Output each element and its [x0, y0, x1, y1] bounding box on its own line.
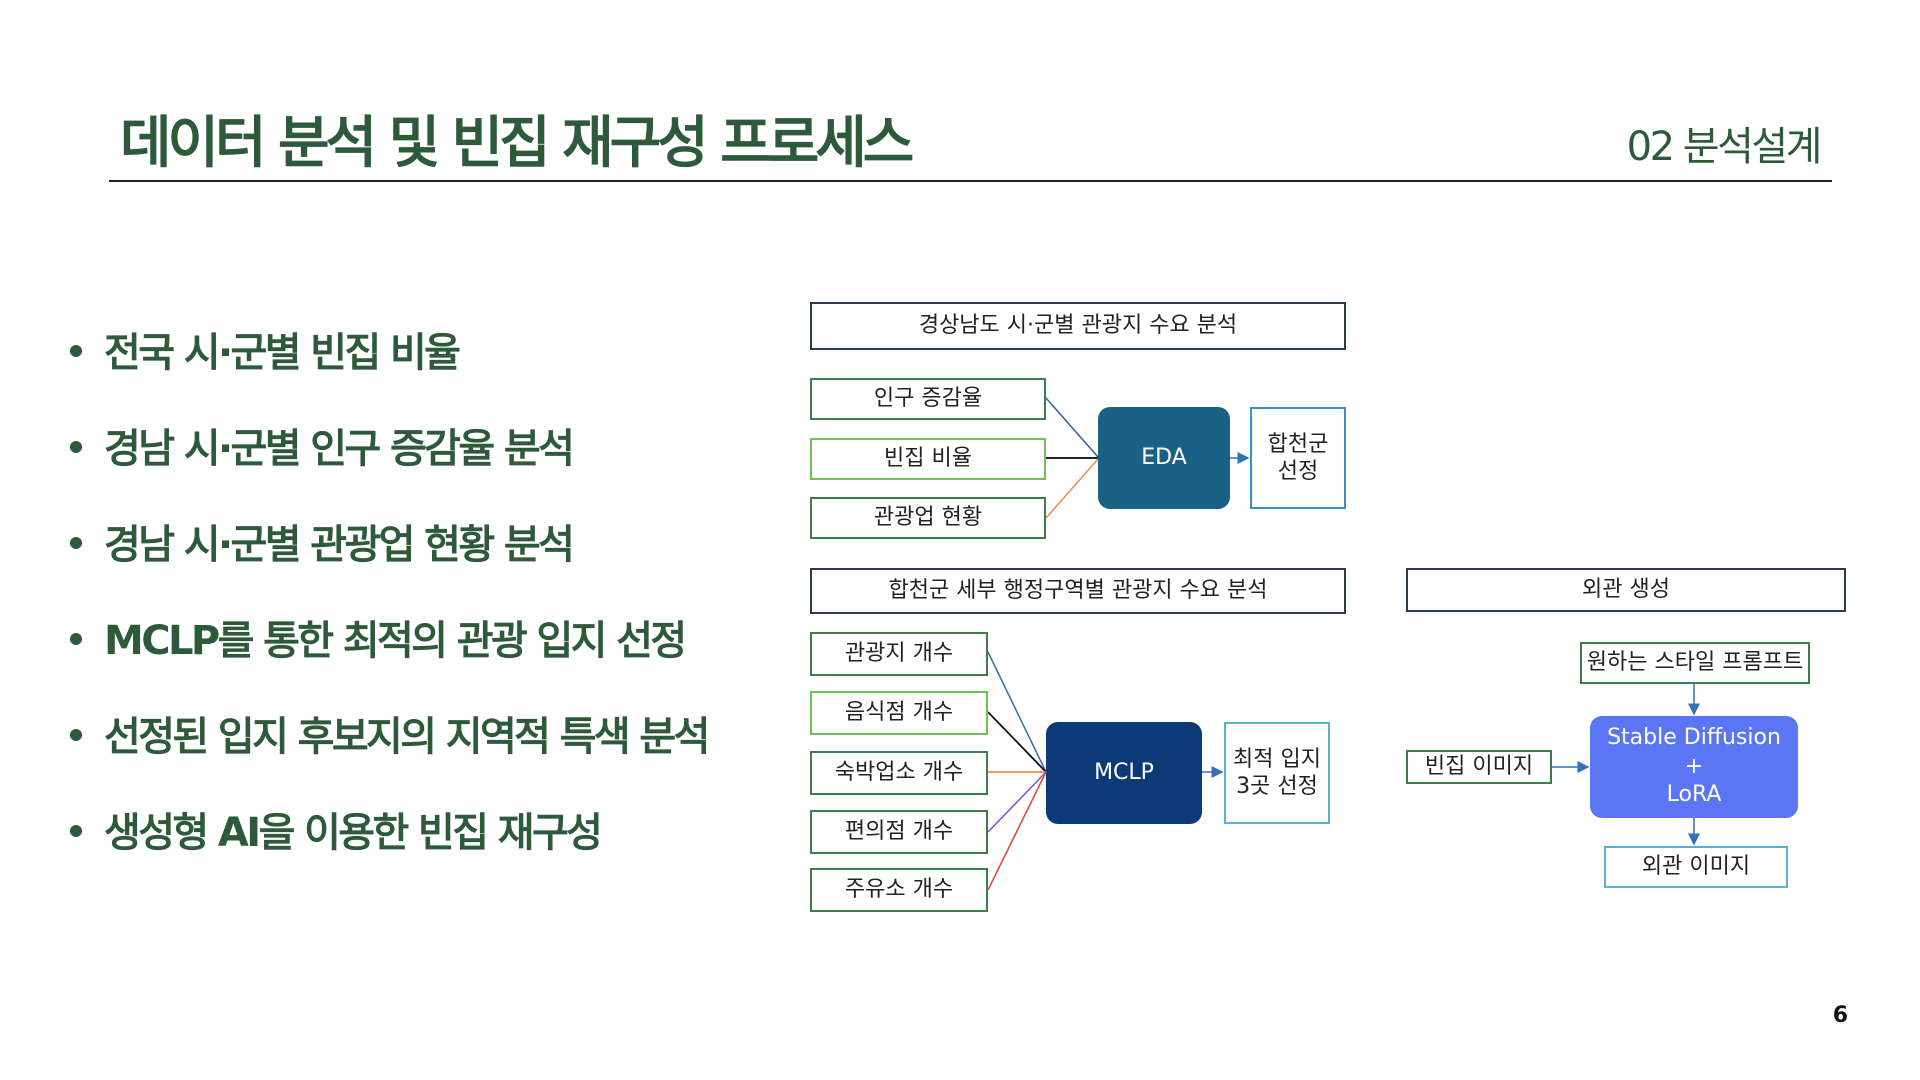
hapcheon-selection: 합천군 선정: [1250, 407, 1346, 509]
optimal-site-line1: 최적 입지: [1233, 746, 1321, 772]
edge-convenience-to-mclp: [987, 771, 1047, 833]
bullet-item: MCLP를 통한 최적의 관광 입지 선정: [70, 608, 687, 666]
section3-header: 외관 생성: [1406, 568, 1846, 612]
bullet-text: 경남 시·군별 관광업 현황 분석: [104, 522, 575, 568]
input-attractions: 관광지 개수: [810, 632, 988, 676]
vacant-house-image-input: 빈집 이미지: [1406, 750, 1552, 784]
edge-gas-to-mclp: [987, 771, 1047, 891]
bullet-dot-icon: [70, 825, 82, 837]
stable-diffusion-node: Stable Diffusion + LoRA: [1590, 716, 1798, 818]
exterior-image-output: 외관 이미지: [1604, 846, 1788, 888]
bullet-dot-icon: [70, 633, 82, 645]
bullet-item: 전국 시·군별 빈집 비율: [70, 320, 461, 378]
bullet-item: 경남 시·군별 인구 증감율 분석: [70, 416, 575, 474]
sd-line3: LoRA: [1666, 782, 1722, 808]
edge-tourism-to-eda: [1045, 458, 1099, 519]
bullet-item: 생성형 AI을 이용한 빈집 재구성: [70, 800, 603, 858]
input-lodging: 숙박업소 개수: [810, 751, 988, 795]
style-prompt-box: 원하는 스타일 프롬프트: [1580, 642, 1810, 684]
bullet-item: 선정된 입지 후보지의 지역적 특색 분석: [70, 704, 710, 762]
bullet-dot-icon: [70, 729, 82, 741]
page-title: 데이터 분석 및 빈집 재구성 프로세스: [120, 111, 914, 176]
title-divider: [109, 180, 1832, 182]
eda-node: EDA: [1098, 407, 1230, 509]
input-population-growth: 인구 증감율: [810, 378, 1046, 420]
input-tourism-status: 관광업 현황: [810, 497, 1046, 539]
optimal-site-result: 최적 입지 3곳 선정: [1224, 722, 1330, 824]
bullet-item: 경남 시·군별 관광업 현황 분석: [70, 512, 575, 570]
hapcheon-selection-line2: 선정: [1277, 459, 1319, 484]
hapcheon-selection-line1: 합천군: [1267, 431, 1329, 457]
bullet-dot-icon: [70, 345, 82, 357]
mclp-node: MCLP: [1046, 722, 1202, 824]
bullet-dot-icon: [70, 537, 82, 549]
section1-header: 경상남도 시·군별 관광지 수요 분석: [810, 302, 1346, 350]
edge-restaurant-to-mclp: [987, 711, 1047, 773]
bullet-text: MCLP를 통한 최적의 관광 입지 선정: [104, 618, 687, 664]
section2-header: 합천군 세부 행정구역별 관광지 수요 분석: [810, 568, 1346, 614]
page-number: 6: [1832, 1003, 1848, 1028]
bullet-text: 생성형 AI을 이용한 빈집 재구성: [104, 810, 603, 856]
bullet-text: 선정된 입지 후보지의 지역적 특색 분석: [104, 714, 710, 760]
bullet-text: 경남 시·군별 인구 증감율 분석: [104, 426, 575, 472]
edge-population-to-eda: [1045, 397, 1099, 458]
bullet-text: 전국 시·군별 빈집 비율: [104, 330, 461, 376]
sd-line2: +: [1684, 753, 1704, 779]
input-gas-stations: 주유소 개수: [810, 868, 988, 912]
input-vacancy-rate: 빈집 비율: [810, 438, 1046, 480]
optimal-site-line2: 3곳 선정: [1236, 774, 1318, 799]
edge-attraction-to-mclp: [987, 651, 1047, 773]
sd-line1: Stable Diffusion: [1607, 725, 1781, 751]
bullet-dot-icon: [70, 441, 82, 453]
input-convenience-stores: 편의점 개수: [810, 810, 988, 854]
input-restaurants: 음식점 개수: [810, 691, 988, 735]
section-label: 02 분석설계: [1626, 124, 1823, 170]
